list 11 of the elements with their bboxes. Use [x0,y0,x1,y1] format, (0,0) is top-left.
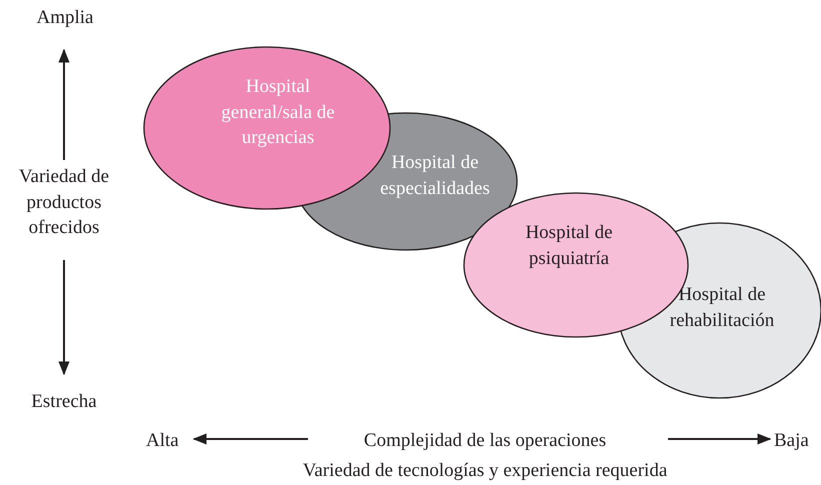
axis-label: Variedad de productos ofrecidos [18,165,110,240]
axis-label: Estrecha [30,390,98,414]
node-label: Hospital general/sala de urgencias [220,75,336,150]
axis-label: Amplia [36,6,94,30]
axis-label: Complejidad de las operaciones [362,429,608,453]
axis-label: Alta [146,429,179,453]
node-label: Hospital de psiquiatría [524,221,614,271]
axis-label: Baja [774,429,809,453]
node-label: Hospital de especialidades [379,151,491,201]
node-label: Hospital de rehabilitación [668,283,776,333]
axis-label: Variedad de tecnologías y experiencia requerida [302,459,668,483]
